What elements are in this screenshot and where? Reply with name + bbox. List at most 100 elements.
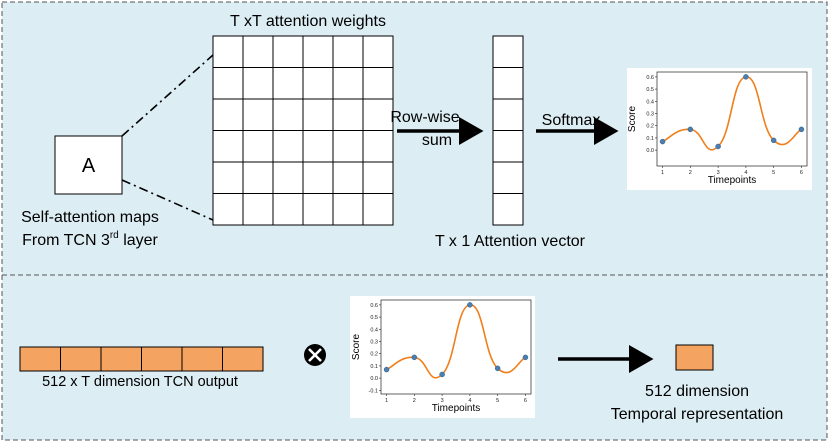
attention-vector-cell: [492, 193, 524, 226]
x-axis-label: Timepoints: [432, 403, 481, 414]
tcn-output-cell: [141, 346, 183, 372]
attention-weight-cell: [272, 130, 304, 163]
attention-weight-cell: [212, 193, 244, 226]
circled-multiply-icon: [304, 344, 326, 366]
attention-weight-cell: [242, 161, 274, 194]
attention-vector-cell: [492, 67, 524, 100]
plot-axes-frame: [380, 299, 532, 395]
attention-weight-cell: [302, 98, 334, 131]
y-tick-label: 0.6: [646, 75, 654, 81]
y-axis-label: Score: [627, 106, 638, 133]
attention-weights-title: T xT attention weights: [230, 13, 386, 30]
attention-vector-cell: [492, 98, 524, 131]
score-point: [770, 137, 777, 144]
tcn-output-cell: [100, 346, 142, 372]
attention-weight-cell: [332, 130, 364, 163]
x-tick-label: 6: [524, 398, 527, 404]
x-tick-label: 3: [717, 170, 720, 176]
x-tick-label: 3: [441, 398, 444, 404]
result-label-line1: 512 dimension: [645, 383, 749, 400]
attention-weight-cell: [242, 130, 274, 163]
attention-weight-cell: [332, 98, 364, 131]
x-axis-label: Timepoints: [708, 175, 757, 186]
softmax-label: Softmax: [542, 112, 601, 129]
attention-weight-cell: [212, 67, 244, 100]
attention-weight-cell: [302, 193, 334, 226]
y-tick-label: 0.4: [370, 327, 378, 333]
attention-weight-cell: [362, 98, 394, 131]
connector-bottom: [121, 179, 214, 221]
score-point: [798, 126, 805, 133]
attention-weight-cell: [272, 67, 304, 100]
y-tick-label: 0.3: [370, 340, 378, 346]
attention-weight-cell: [272, 35, 304, 68]
y-tick-label: 0.0: [370, 376, 378, 382]
attention-weight-cell: [242, 98, 274, 131]
tcn-output-cell: [181, 346, 223, 372]
attention-vector-cell: [492, 161, 524, 194]
score-point: [383, 366, 390, 373]
self-attention-box-label: A: [82, 155, 96, 177]
attention-weight-cell: [332, 161, 364, 194]
y-tick-label: 0.5: [646, 87, 654, 93]
attention-weight-cell: [272, 193, 304, 226]
caption-line2-superscript: rd: [110, 230, 119, 241]
score-point: [494, 365, 501, 372]
score-point: [715, 143, 721, 150]
result-label-line2: Temporal representation: [611, 406, 784, 423]
x-tick-label: 1: [661, 170, 664, 176]
attention-weight-cell: [302, 130, 334, 163]
tcn-output-row: [19, 346, 264, 372]
attention-weight-cell: [302, 161, 334, 194]
caption-line2-prefix: From TCN 3: [22, 232, 110, 249]
attention-weight-cell: [302, 35, 334, 68]
self-attention-caption-line1: Self-attention maps: [21, 209, 159, 226]
score-point: [522, 354, 529, 361]
attention-weight-cell: [212, 130, 244, 163]
attention-vector-cell: [492, 130, 524, 163]
attention-vector-cell: [492, 35, 524, 68]
attention-weight-cell: [362, 35, 394, 68]
attention-weight-cell: [242, 67, 274, 100]
tcn-output-cell: [19, 346, 61, 372]
score-point: [659, 138, 666, 145]
x-tick-label: 5: [496, 398, 499, 404]
score-point: [411, 354, 418, 361]
attention-weight-cell: [362, 67, 394, 100]
y-tick-label: -0.1: [369, 388, 378, 394]
connector-top: [121, 54, 214, 137]
rowwise-label-line1: Row-wise: [390, 109, 459, 126]
attention-weight-cell: [242, 193, 274, 226]
attention-weight-cell: [332, 35, 364, 68]
attention-weight-cell: [362, 193, 394, 226]
caption-line2-suffix: layer: [119, 232, 159, 249]
score-point: [439, 371, 445, 378]
tcn-output-label: 512 x T dimension TCN output: [42, 374, 238, 390]
y-tick-label: 0.5: [370, 315, 378, 321]
self-attention-caption-line2: From TCN 3rd layer: [22, 230, 158, 249]
x-tick-label: 2: [413, 398, 416, 404]
attention-weight-cell: [362, 161, 394, 194]
y-tick-label: 0.1: [370, 364, 378, 370]
attention-weight-cell: [272, 98, 304, 131]
tcn-output-cell: [60, 346, 102, 372]
attention-weight-cell: [362, 130, 394, 163]
y-axis-label: Score: [351, 334, 362, 361]
attention-weight-cell: [332, 193, 364, 226]
x-tick-label: 5: [772, 170, 775, 176]
x-tick-label: 4: [468, 398, 471, 404]
attention-weight-cell: [302, 67, 334, 100]
x-tick-label: 6: [800, 170, 803, 176]
attention-vector-column: [492, 35, 524, 226]
score-point: [467, 302, 473, 308]
self-attention-box: [54, 135, 123, 195]
score-point: [687, 126, 694, 133]
x-tick-label: 1: [385, 398, 388, 404]
score-point: [743, 74, 749, 80]
y-tick-label: 0.4: [646, 99, 654, 105]
